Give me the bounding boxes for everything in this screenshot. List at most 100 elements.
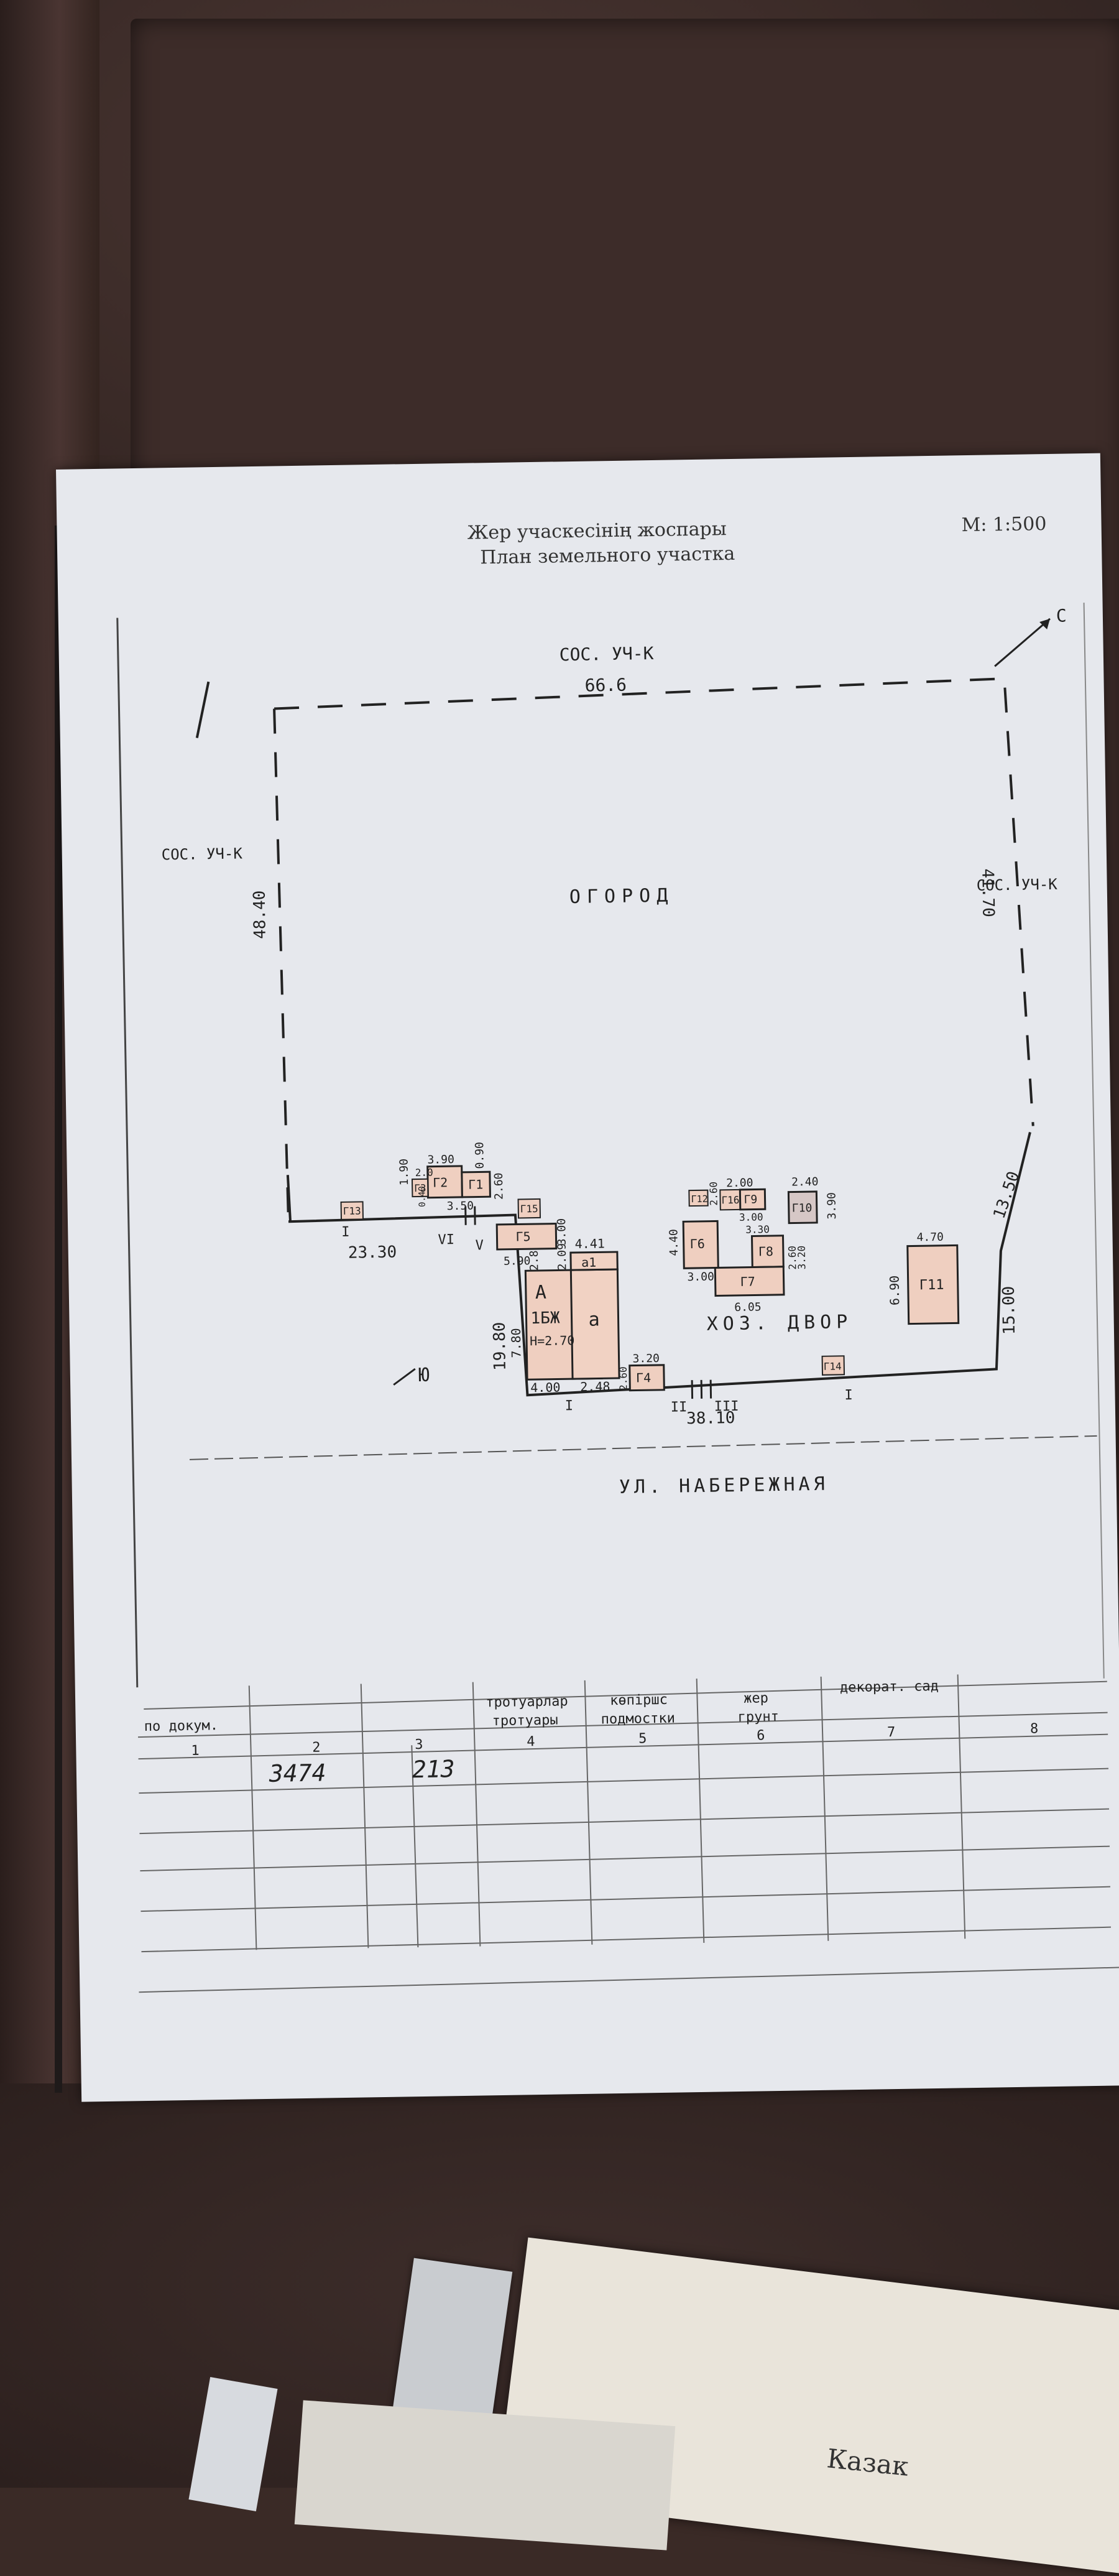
building-G2-label: Г2 [433, 1175, 448, 1190]
col-num-5: 5 [638, 1731, 647, 1746]
building-G6-label: Г6 [689, 1236, 704, 1251]
top-neighbor-label: СОС. УЧ-К [560, 643, 654, 665]
house-length: 7.80 [509, 1328, 524, 1358]
building-G1-label: Г1 [468, 1177, 483, 1192]
table-header-7: декорат. сад [840, 1679, 939, 1695]
building-G7-label: Г7 [740, 1274, 755, 1289]
dim-20: 2.0 [415, 1167, 433, 1179]
house-width: 4.00 [530, 1379, 561, 1395]
dim-330: 3.30 [745, 1223, 770, 1236]
table-header-4-ru: тротуары [492, 1713, 558, 1730]
building-G9-label: Г9 [744, 1193, 757, 1206]
right-bottom-length-label: 15.00 [1000, 1286, 1019, 1335]
plot-boundary-left [274, 708, 288, 1221]
dim-690: 6.90 [887, 1276, 903, 1306]
roman-I-left: I [341, 1225, 350, 1240]
house-top-width: 4.41 [574, 1236, 605, 1251]
dim-350: 3.50 [447, 1200, 474, 1213]
left-neighbor-label: СОС. УЧ-К [162, 845, 243, 863]
frame-left-line [117, 618, 137, 1687]
table-cell-area-built: 213 [412, 1755, 455, 1783]
col-num-4: 4 [527, 1734, 535, 1749]
table-header-5-ru: подмостки [601, 1711, 675, 1728]
table-header-6-kz: жер [744, 1690, 768, 1707]
left-bottom-length-label: 23.30 [348, 1243, 397, 1263]
right-length-label: 41.70 [978, 868, 997, 917]
building-G13-label: Г13 [343, 1205, 361, 1216]
dim-090: 0.90 [473, 1142, 487, 1169]
col-num-3: 3 [415, 1737, 423, 1753]
plot-drawing: С Ю СОС. УЧ-К 66.6 СОС. УЧ-К СОС. УЧ-К 4… [56, 453, 1119, 2102]
dim-320b: 3.20 [632, 1352, 660, 1366]
dim-200: 2.00 [726, 1177, 753, 1190]
building-G17-label: Г10 [792, 1202, 813, 1215]
right-lower-length-label: 13.50 [990, 1169, 1023, 1221]
table-cell-area-total: 3474 [269, 1759, 326, 1787]
dim-320: 3.20 [796, 1246, 808, 1270]
dim-440: 4.40 [667, 1229, 681, 1256]
north-arrow-line [994, 619, 1051, 666]
garden-label: ОГОРОД [569, 884, 675, 908]
dim-260b: 2.60 [707, 1182, 720, 1206]
yard-label: ХОЗ. ДВОР [706, 1311, 852, 1335]
front-length-label: 19.80 [490, 1322, 510, 1371]
roman-II: II [671, 1399, 688, 1415]
roman-V: V [475, 1238, 484, 1253]
annex-a-label: а [588, 1309, 600, 1330]
building-G14-label: Г14 [824, 1360, 842, 1372]
dim-240: 2.40 [791, 1175, 819, 1189]
dim-590: 5.90 [504, 1254, 531, 1268]
south-arrow-line [394, 1369, 415, 1385]
plot-boundary-dashed [274, 679, 1033, 1138]
land-plot-plan-sheet: Жер учаскесінің жоспары План земельного … [56, 453, 1119, 2102]
house-height: Н=2.70 [530, 1333, 575, 1348]
margin-line [190, 1436, 1097, 1460]
table-header-1: по докум. [144, 1718, 219, 1735]
dim-300a: 3.00 [555, 1218, 569, 1246]
dim-260a: 2.60 [492, 1172, 506, 1200]
table-header-6-ru: грунт [737, 1709, 779, 1725]
building-G12-label: Г12 [691, 1193, 707, 1205]
col-num-1: 1 [191, 1743, 200, 1759]
frame-right-line [1084, 603, 1104, 1679]
col-num-7: 7 [887, 1725, 896, 1740]
table-header-5-kz: көпіршс [610, 1692, 668, 1708]
annex-a1-label: а1 [581, 1255, 596, 1270]
dim-390: 3.90 [427, 1153, 454, 1167]
roman-I-bottom: I [565, 1398, 574, 1414]
col-num-8: 8 [1030, 1721, 1039, 1736]
building-G11-label: Г11 [919, 1277, 944, 1294]
building-G5-label: Г5 [515, 1229, 530, 1244]
paper-stack [295, 2400, 675, 2550]
north-arrow-head [1039, 619, 1050, 629]
table-header-4-kz: тротуарлар [486, 1693, 568, 1710]
building-G8-label: Г8 [758, 1244, 773, 1259]
pen-mark [196, 682, 209, 738]
dim-190: 1.90 [397, 1159, 411, 1186]
building-G4-label: Г4 [636, 1370, 651, 1385]
house-letter: А [535, 1282, 547, 1304]
building-G15-label: Г15 [520, 1203, 538, 1215]
roman-I-right: I [844, 1388, 853, 1403]
dim-040: 0.40 [417, 1186, 428, 1207]
building-G16-label: Г16 [721, 1194, 739, 1206]
dim-470: 4.70 [916, 1231, 944, 1244]
dim-260d: 2.60 [617, 1366, 630, 1391]
dim-300c: 3.00 [739, 1211, 763, 1223]
roman-III: III [714, 1399, 739, 1415]
house-code: 1БЖ [530, 1309, 560, 1328]
top-length-label: 66.6 [584, 675, 627, 696]
house-annex-width: 2.48 [580, 1379, 610, 1394]
roman-VI: VI [438, 1232, 454, 1248]
left-length-label: 48.40 [251, 890, 270, 939]
north-label: С [1056, 605, 1067, 626]
left-stub [288, 1175, 290, 1221]
house-side-1: 2.09 [556, 1243, 569, 1271]
col-num-6: 6 [757, 1728, 765, 1743]
south-label: Ю [418, 1364, 430, 1386]
dim-390b: 3.90 [825, 1192, 839, 1220]
dim-300b: 3.00 [687, 1271, 714, 1284]
street-label: УЛ. НАБЕРЕЖНАЯ [619, 1473, 829, 1498]
col-num-2: 2 [312, 1740, 321, 1756]
dim-605: 6.05 [734, 1300, 762, 1314]
